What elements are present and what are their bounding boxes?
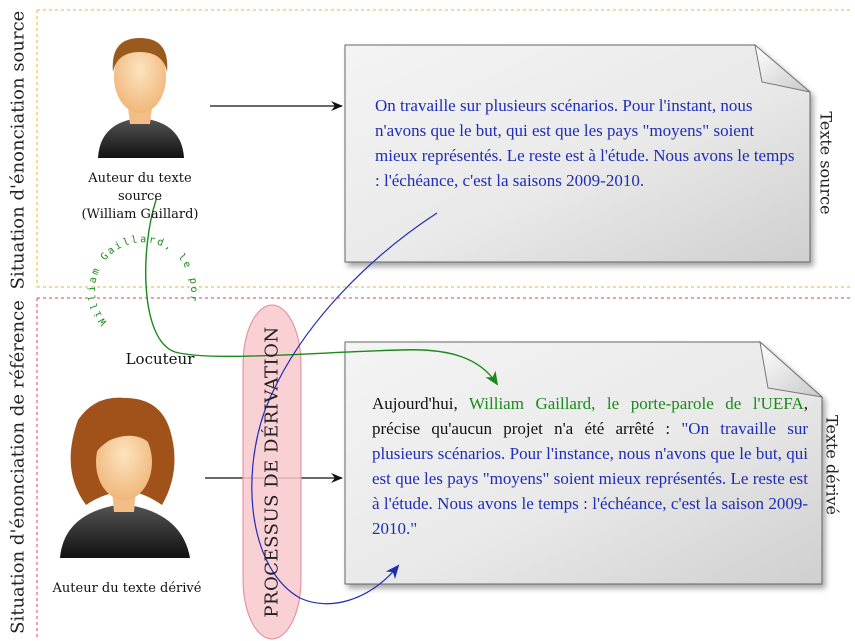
derived-doc-side-label: Texte dérivé [822, 415, 842, 515]
locuteur-label: Locuteur [125, 350, 195, 368]
derived-intro: Aujourd'hui, [372, 394, 469, 413]
reference-situation-label: Situation d'énonciation de référence [7, 300, 29, 634]
derived-middle: , précise qu'aucun projet n'a été arrêté… [372, 394, 808, 438]
reference-situation-frame [36, 297, 852, 638]
derived-text: Aujourd'hui, William Gaillard, le porte-… [372, 391, 808, 541]
derived-document [344, 340, 824, 585]
derived-author-avatar [60, 397, 190, 558]
speaker-arrow [145, 199, 499, 386]
source-doc-side-label: Texte source [816, 111, 836, 215]
source-quote-text: On travaille sur plusieurs scénarios. Po… [375, 96, 795, 190]
derived-quote: "On travaille sur plusieurs scénarios. P… [372, 419, 808, 538]
process-label: PROCESSUS DE DÉRIVATION [261, 326, 283, 618]
source-situation-label: Situation d'énonciation source [7, 10, 29, 290]
source-situation-frame [36, 9, 852, 288]
source-document [344, 43, 811, 263]
derived-author-caption: Auteur du texte dérivé [52, 581, 202, 596]
derived-speaker: William Gaillard, le porte-parole de l'U… [468, 394, 804, 413]
source-author-line1: Auteur du texte source [88, 171, 192, 204]
source-author-avatar [98, 38, 184, 158]
speaker-arc-text: William Gaillard, le porte-parole de l'U… [0, 0, 199, 327]
process-ellipse [242, 304, 302, 640]
source-author-caption: Auteur du texte source (William Gaillard… [70, 170, 210, 224]
source-author-line2: (William Gaillard) [81, 207, 199, 222]
quote-derivation-arrow [251, 212, 438, 605]
